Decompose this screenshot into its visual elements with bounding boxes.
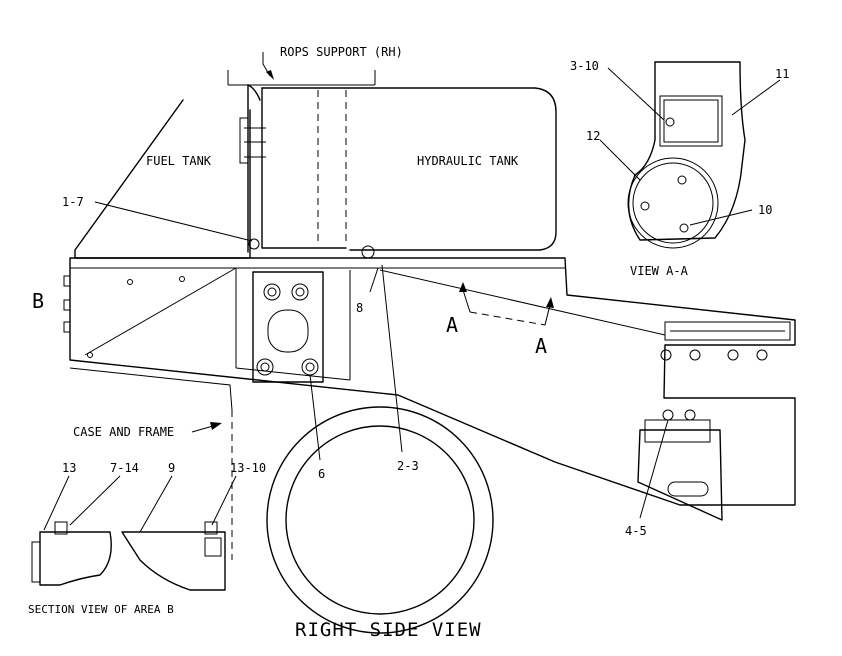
- callout-12: 12: [586, 129, 600, 143]
- callout-9: 9: [168, 461, 175, 475]
- label-fuel-tank: FUEL TANK: [146, 154, 212, 168]
- callout-7-14: 7-14: [110, 461, 139, 475]
- label-section-view: SECTION VIEW OF AREA B: [28, 603, 174, 616]
- hydraulic-tank: [261, 87, 557, 259]
- view-a-a-detail: [627, 61, 746, 249]
- label-hydraulic-tank: HYDRAULIC TANK: [417, 154, 519, 168]
- view-letter-b: B: [32, 289, 44, 313]
- label-rops-support: ROPS SUPPORT (RH): [280, 45, 403, 59]
- callout-8: 8: [356, 301, 363, 315]
- view-letter-a-right: A: [535, 334, 547, 358]
- main-frame: [63, 257, 796, 560]
- view-letter-a-left: A: [446, 313, 458, 337]
- callout-13-10: 13-10: [230, 461, 266, 475]
- callout-13: 13: [62, 461, 76, 475]
- fuel-tank: [74, 84, 266, 259]
- drawing-caption: RIGHT SIDE VIEW: [295, 619, 482, 641]
- section-a-a-marker: [459, 282, 554, 326]
- label-case-and-frame: CASE AND FRAME: [73, 425, 174, 439]
- rops-support: [227, 52, 376, 86]
- section-view-area-b: [31, 521, 226, 591]
- rear-hanger-bracket: [637, 409, 723, 521]
- callout-2-3: 2-3: [397, 459, 419, 473]
- callout-6: 6: [318, 467, 325, 481]
- callout-11: 11: [775, 67, 789, 81]
- callout-4-5: 4-5: [625, 524, 647, 538]
- wheel: [266, 406, 494, 634]
- leader-lines: [43, 67, 781, 533]
- label-view-a-a: VIEW A-A: [630, 264, 689, 278]
- callout-1-7: 1-7: [62, 195, 84, 209]
- callout-10: 10: [758, 203, 772, 217]
- center-bracket: [252, 271, 324, 383]
- callout-3-10: 3-10: [570, 59, 599, 73]
- rear-bolt-row: [660, 321, 791, 361]
